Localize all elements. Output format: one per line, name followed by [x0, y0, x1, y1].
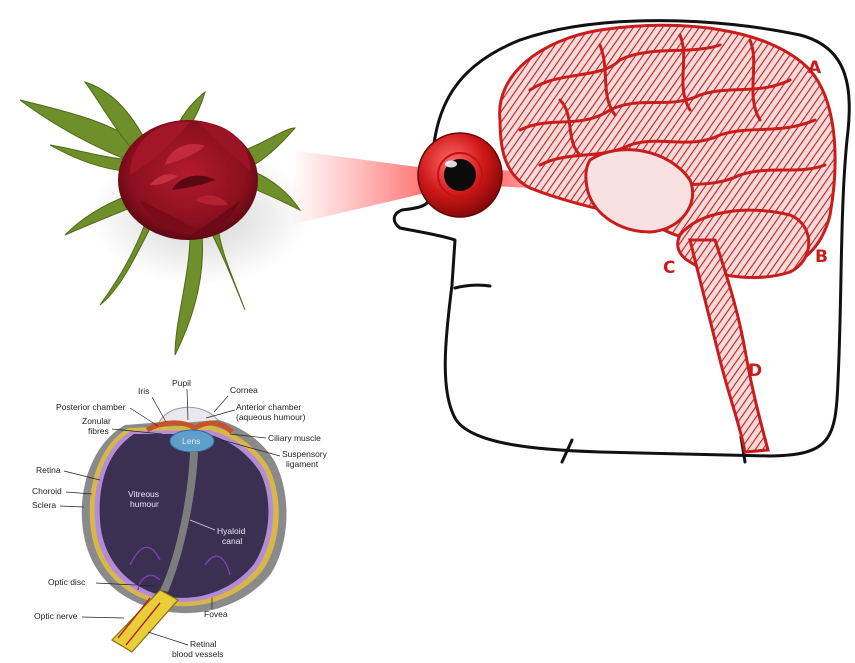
label-optic-disc: Optic disc: [48, 577, 86, 587]
label-fovea: Fovea: [204, 609, 228, 619]
label-lens: Lens: [182, 436, 200, 446]
label-anterior-chamber-sub: (aqueous humour): [236, 412, 306, 422]
eye-highlight: [445, 161, 457, 168]
label-hyaloid-1: Hyaloid: [217, 526, 246, 536]
label-optic-nerve: Optic nerve: [34, 611, 78, 621]
label-retinal-2: blood vessels: [172, 649, 224, 659]
label-ciliary-muscle: Ciliary muscle: [268, 433, 321, 443]
label-sclera: Sclera: [32, 500, 56, 510]
label-suspensory-2: ligament: [286, 459, 319, 469]
brain-label-a: A: [808, 58, 822, 78]
label-iris: Iris: [138, 386, 149, 396]
label-posterior-chamber: Posterior chamber: [56, 402, 126, 412]
label-vitreous-1: Vitreous: [128, 489, 159, 499]
brain-label-b: B: [815, 247, 828, 267]
label-choroid: Choroid: [32, 486, 62, 496]
label-suspensory-1: Suspensory: [282, 449, 328, 459]
flower-petals: [118, 120, 258, 240]
label-cornea: Cornea: [230, 385, 258, 395]
label-retinal-1: Retinal: [190, 639, 217, 649]
eye-cross-section: Pupil Iris Cornea Posterior chamber Ante…: [32, 378, 328, 659]
label-vitreous-2: humour: [130, 499, 159, 509]
brain-illustration: A B C D: [500, 25, 835, 452]
label-retina: Retina: [36, 465, 61, 475]
label-pupil: Pupil: [172, 378, 191, 388]
label-zonular-2: fibres: [88, 426, 109, 436]
peony-flower: [20, 82, 310, 355]
label-anterior-chamber: Anterior chamber: [236, 402, 301, 412]
label-zonular-1: Zonular: [82, 416, 111, 426]
eyeball: [418, 133, 502, 217]
brain-label-d: D: [748, 361, 762, 381]
label-hyaloid-2: canal: [222, 536, 242, 546]
mouth-line: [455, 285, 490, 288]
brain-label-c: C: [663, 258, 675, 278]
